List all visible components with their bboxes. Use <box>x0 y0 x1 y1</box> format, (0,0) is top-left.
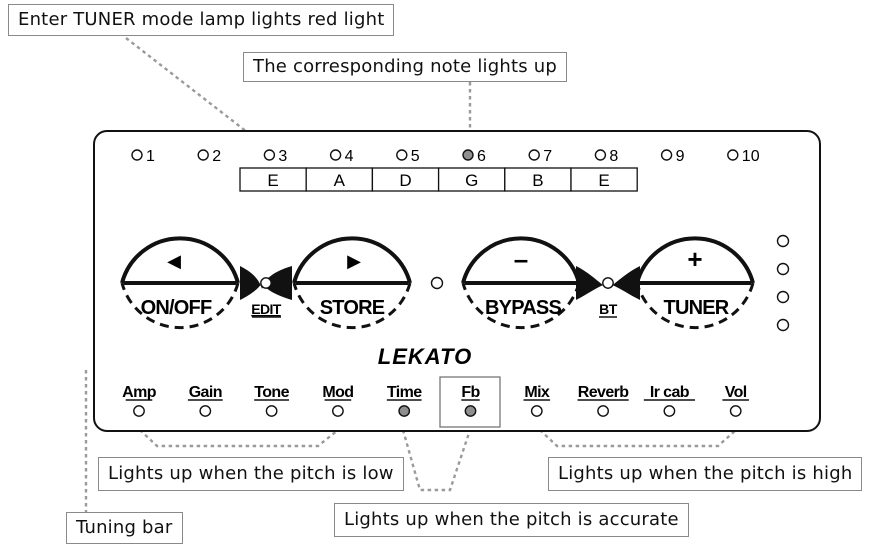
brand-logo: LEKATO <box>378 344 472 369</box>
left-arrow-icon: ◀ <box>167 251 181 272</box>
param-led <box>530 405 543 417</box>
channel-led <box>727 149 739 161</box>
string-note-label: E <box>598 171 609 190</box>
footswitch-store[interactable] <box>292 236 412 330</box>
channel-number: 5 <box>411 148 420 165</box>
channel-indicator-row: 1 2 3 4 5 6 7 8 9 10 <box>131 148 760 165</box>
leader-accurate <box>401 429 472 492</box>
channel-led <box>528 149 540 161</box>
right-arrow-icon: ▶ <box>347 251 361 272</box>
param-label: Time <box>387 384 422 401</box>
bypass-label: BYPASS <box>485 297 561 319</box>
channel-led <box>131 149 143 161</box>
footswitch-tuner[interactable] <box>635 236 755 330</box>
tuner-label: TUNER <box>664 297 730 319</box>
channel-led <box>594 149 607 161</box>
param-led <box>663 405 676 417</box>
right-led <box>776 318 790 332</box>
bt-led <box>602 277 614 289</box>
param-label: Vol <box>725 384 747 401</box>
channel-led <box>462 149 474 161</box>
channel-number: 4 <box>345 148 354 165</box>
right-led <box>776 262 790 276</box>
plus-icon: + <box>687 244 702 274</box>
edit-label: EDIT <box>251 301 282 317</box>
channel-number: 6 <box>477 148 486 165</box>
leader-low <box>139 429 339 448</box>
param-led <box>331 405 344 417</box>
channel-number: 1 <box>146 148 155 165</box>
param-label: Gain <box>189 384 222 401</box>
param-led <box>398 405 411 417</box>
callout-tuner-lamp: Enter TUNER mode lamp lights red light <box>8 4 395 36</box>
param-led <box>265 405 278 417</box>
param-label: Tone <box>254 384 289 401</box>
string-box <box>570 167 638 192</box>
channel-number: 10 <box>742 148 760 165</box>
channel-led <box>660 149 673 161</box>
param-label: Mod <box>322 384 353 401</box>
device-panel <box>93 130 821 432</box>
fb-highlight-box <box>439 376 501 428</box>
channel-led <box>396 149 408 161</box>
channel-number: 3 <box>278 148 287 165</box>
leader-high <box>539 429 737 448</box>
param-led <box>729 405 742 417</box>
channel-number: 9 <box>676 148 685 165</box>
right-led <box>776 290 790 304</box>
footswitch-on-off[interactable] <box>120 236 240 330</box>
param-label: Ir cab <box>650 384 690 401</box>
param-label: Amp <box>122 384 157 401</box>
channel-led <box>329 149 342 161</box>
store-label: STORE <box>320 297 385 319</box>
parameter-row: Amp Gain Tone Mod Time Fb Mix Reverb Ir cab Vol <box>122 384 749 417</box>
channel-number: 7 <box>543 148 552 165</box>
callout-pitch-high: Lights up when the pitch is high <box>548 457 863 491</box>
callout-pitch-accurate: Lights up when the pitch is accurate <box>334 503 689 537</box>
edit-led <box>260 277 272 289</box>
param-led <box>464 405 477 417</box>
channel-number: 8 <box>609 148 618 165</box>
bt-label: BT <box>599 301 618 317</box>
string-note-label: D <box>399 171 411 190</box>
param-label: Reverb <box>578 384 629 401</box>
callout-tuning-bar: Tuning bar <box>66 512 183 544</box>
callout-note: The corresponding note lights up <box>243 52 567 82</box>
tuner-mode-lamp <box>430 276 444 290</box>
channel-led <box>263 149 276 161</box>
right-led <box>776 234 790 248</box>
param-led <box>199 405 212 417</box>
string-note-label: B <box>532 171 543 190</box>
string-note-label: E <box>267 171 278 190</box>
param-led <box>133 405 145 417</box>
param-label: Fb <box>461 384 480 401</box>
param-label: Mix <box>524 384 550 401</box>
right-led-column <box>776 234 790 332</box>
string-note-label: G <box>465 171 478 190</box>
leader-tuner-lamp <box>125 37 436 279</box>
minus-icon: – <box>514 244 528 274</box>
param-led <box>597 405 609 417</box>
string-note-label: A <box>334 171 346 190</box>
channel-led <box>197 149 209 161</box>
footswitch-bypass[interactable] <box>461 236 581 330</box>
callout-pitch-low: Lights up when the pitch is low <box>98 457 404 491</box>
channel-number: 2 <box>212 148 221 165</box>
on-off-label: ON/OFF <box>141 297 212 319</box>
